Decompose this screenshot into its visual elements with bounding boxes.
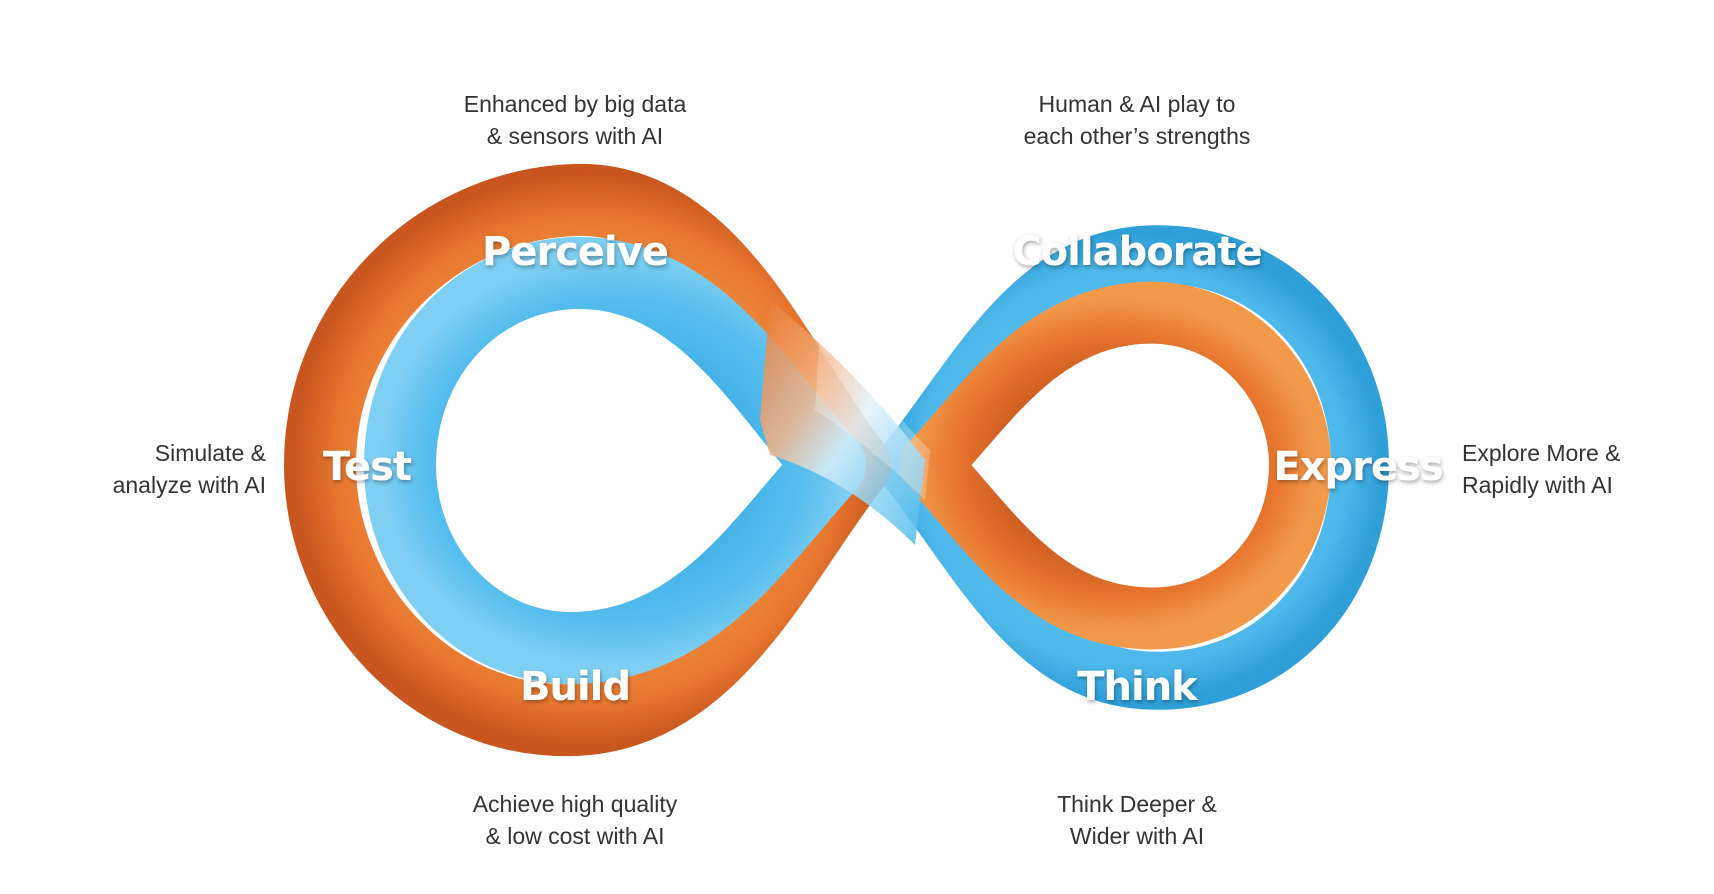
caption-express-line-2: Rapidly with AI: [1462, 472, 1613, 498]
stage-perceive: Perceive: [482, 229, 668, 275]
caption-think-line-2: Wider with AI: [1069, 823, 1205, 849]
caption-think: Think Deeper & Wider with AI: [1057, 788, 1217, 852]
caption-build-line-2: & low cost with AI: [485, 823, 665, 849]
stage-collaborate: Collaborate: [1012, 229, 1261, 275]
crossover-highlight: [815, 330, 930, 500]
stage-think: Think: [1077, 664, 1199, 710]
stage-test: Test: [323, 444, 412, 490]
caption-collaborate: Human & AI play to each other’s strength…: [1024, 88, 1251, 152]
right-inner-band: [899, 281, 1331, 650]
caption-think-line-1: Think Deeper &: [1057, 791, 1217, 817]
caption-express-line-1: Explore More &: [1462, 440, 1621, 466]
right-outer-band: [876, 225, 1389, 710]
caption-express: Explore More & Rapidly with AI: [1462, 437, 1621, 501]
crossover-ribbon: [760, 300, 925, 545]
caption-collaborate-line-1: Human & AI play to: [1038, 91, 1236, 117]
caption-perceive-line-1: Enhanced by big data: [463, 91, 687, 117]
stage-express: Express: [1273, 444, 1442, 490]
caption-test-line-1: Simulate &: [154, 440, 266, 466]
caption-perceive: Enhanced by big data & sensors with AI: [464, 88, 687, 152]
stage-build: Build: [520, 664, 630, 710]
caption-build: Achieve high quality & low cost with AI: [473, 788, 678, 852]
left-outer-band: [284, 163, 891, 757]
left-inner-band: [364, 237, 866, 684]
caption-test-line-2: analyze with AI: [112, 472, 266, 498]
caption-test: Simulate & analyze with AI: [113, 437, 266, 501]
caption-perceive-line-2: & sensors with AI: [486, 123, 664, 149]
caption-collaborate-line-2: each other’s strengths: [1023, 123, 1251, 149]
caption-build-line-1: Achieve high quality: [472, 791, 678, 817]
